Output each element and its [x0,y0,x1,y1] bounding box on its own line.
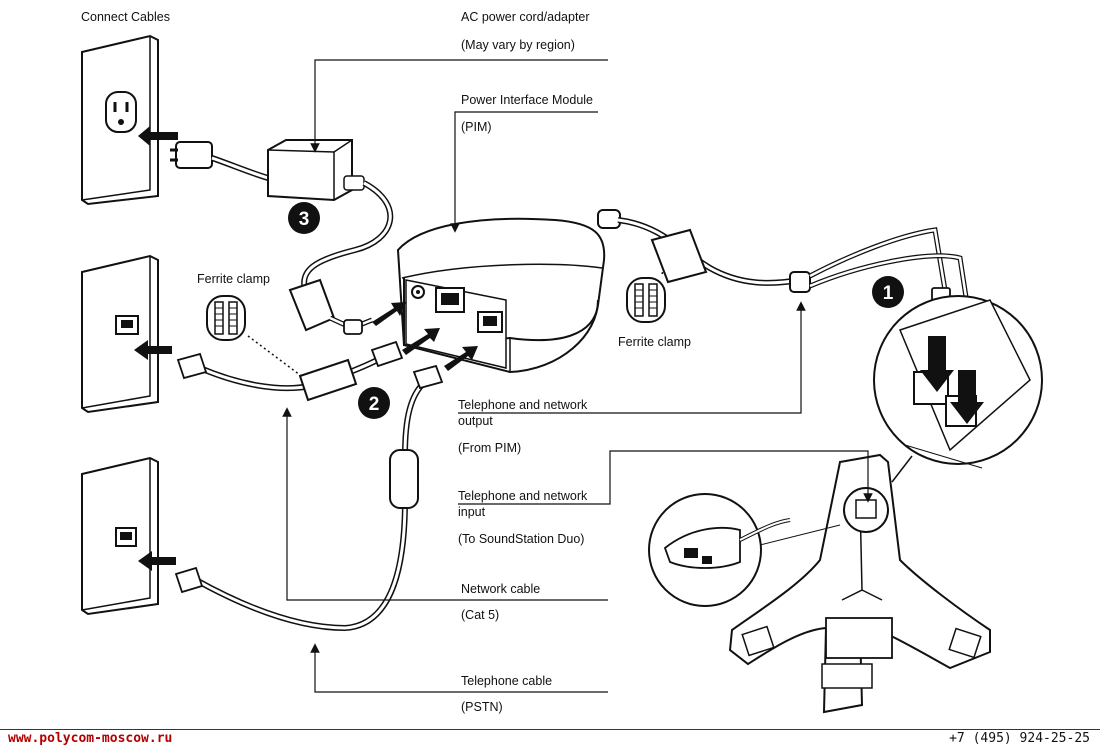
power-adapter [267,139,365,202]
phone-jack-icon [81,456,159,616]
ferrite-clamp-icon [206,295,246,341]
pim-label: Power Interface Module [461,93,594,107]
telephone-cable [174,364,444,632]
pim-detail [648,493,841,607]
ethernet-jack-icon [81,254,159,414]
step-badge-3: 3 [288,202,320,234]
tel-output-label-2: output [458,414,493,428]
pim-device [396,209,621,374]
pim-abbr: (PIM) [461,120,492,134]
ac-power-label: AC power cord/adapter [461,10,590,24]
power-plug [170,141,269,181]
arrow-icon [134,126,178,571]
tel-output-note: (From PIM) [458,441,522,455]
arrow-icon [372,302,478,371]
network-cable-label: Network cable [461,582,541,596]
step-number-1: 1 [883,283,894,304]
leader-lines [282,59,873,693]
tel-input-label-1: Telephone and network [458,489,588,503]
network-cable [176,340,404,402]
footer-url-link[interactable]: www.polycom-moscow.ru [8,731,173,746]
step-badge-1: 1 [872,276,904,308]
footer-divider [0,729,1100,730]
telephone-cable-note: (PSTN) [461,700,503,714]
soundstation-duo [728,453,991,714]
step-badge-2: 2 [358,387,390,419]
ferrite-clamp-left-label: Ferrite clamp [197,272,270,286]
tel-output-label-1: Telephone and network [458,398,588,412]
ferrite-bead-power [288,278,373,335]
tel-input-label-2: input [458,505,486,519]
power-outlet-icon [81,34,159,206]
tel-input-note: (To SoundStation Duo) [458,532,585,546]
footer-phone: +7 (495) 924-25-25 [949,731,1090,746]
diagram-title: Connect Cables [81,10,170,24]
ac-power-note: (May vary by region) [461,38,575,52]
ferrite-clamp-icon [626,277,666,323]
step-number-2: 2 [369,394,380,415]
network-cable-note: (Cat 5) [461,608,500,622]
detail-magnifier [873,295,1043,483]
telephone-cable-label: Telephone cable [461,674,553,688]
ferrite-clamp-right-label: Ferrite clamp [618,335,691,349]
step-number-3: 3 [299,209,310,230]
